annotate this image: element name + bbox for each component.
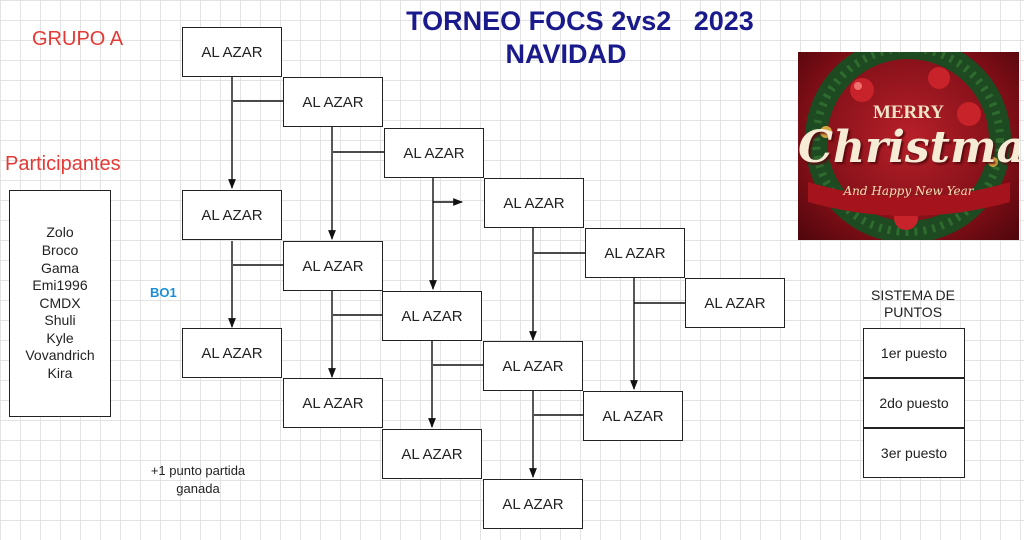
bracket-box: AL AZAR <box>182 190 282 240</box>
title-line-1: TORNEO FOCS 2vs2 2023 <box>406 6 754 36</box>
bracket-box: AL AZAR <box>685 278 785 328</box>
bracket-box: AL AZAR <box>583 391 683 441</box>
bracket-box: AL AZAR <box>382 291 482 341</box>
participants-label: Participantes <box>5 153 121 175</box>
participant-item: CMDX <box>39 294 81 311</box>
points-row: 2do puesto <box>863 378 965 428</box>
participant-item: Vovandrich <box>25 347 95 364</box>
new-year-text: And Happy New Year <box>843 184 974 198</box>
points-title-line-1: SISTEMA DE <box>870 287 956 303</box>
bracket-box: AL AZAR <box>483 341 583 391</box>
participant-item: Kyle <box>46 329 74 346</box>
bracket-box: AL AZAR <box>484 178 584 228</box>
group-label: GRUPO A <box>32 28 124 50</box>
merry-text: MERRY <box>872 102 945 123</box>
participant-item: Zolo <box>46 224 74 241</box>
tournament-title: TORNEO FOCS 2vs2 2023 NAVIDAD <box>330 5 830 71</box>
bracket-box: AL AZAR <box>283 378 383 428</box>
bracket-box: AL AZAR <box>382 429 482 479</box>
points-row: 3er puesto <box>863 428 965 478</box>
bracket-box: AL AZAR <box>585 228 685 278</box>
bonus-note-line-2: ganada <box>176 481 220 496</box>
bracket-box: AL AZAR <box>483 479 583 529</box>
points-title-line-2: PUNTOS <box>883 304 943 320</box>
participant-item: Broco <box>41 241 79 258</box>
bracket-box: AL AZAR <box>384 128 484 178</box>
bracket-box: AL AZAR <box>283 241 383 291</box>
bracket-box: AL AZAR <box>283 77 383 127</box>
participant-item: Shuli <box>44 312 76 329</box>
bonus-note: +1 punto partida ganada <box>133 462 263 498</box>
wreath-decoration <box>805 52 1011 240</box>
bracket-box: AL AZAR <box>182 328 282 378</box>
points-row: 1er puesto <box>863 328 965 378</box>
title-line-2: NAVIDAD <box>505 39 627 69</box>
bonus-note-line-1: +1 punto partida <box>150 463 246 478</box>
christmas-banner-image: MERRY Christmas And Happy New Year <box>798 52 1019 240</box>
points-system-title: SISTEMA DE PUNTOS <box>848 287 978 321</box>
bracket-box: AL AZAR <box>182 27 282 77</box>
bo1-label: BO1 <box>150 285 177 300</box>
participant-item: Gama <box>40 259 80 276</box>
christmas-text: Christmas <box>798 122 1019 173</box>
participant-item: Emi1996 <box>32 277 88 294</box>
participant-item: Kira <box>47 365 73 382</box>
participants-list: Zolo Broco Gama Emi1996 CMDX Shuli Kyle … <box>9 190 111 417</box>
